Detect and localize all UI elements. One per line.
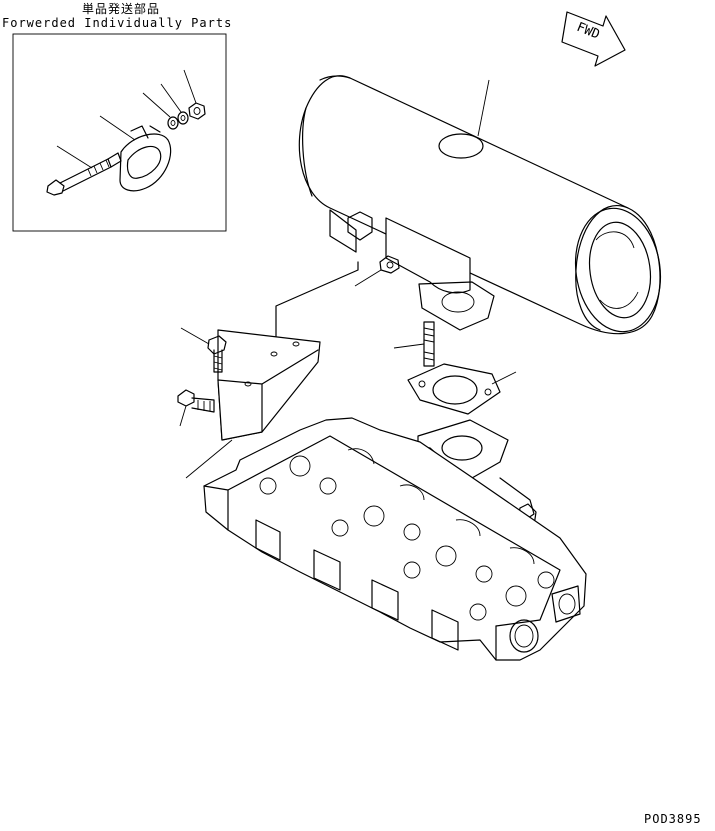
clamp-bolt xyxy=(46,145,122,196)
forwarded-parts-japanese-label: 単品発送部品 xyxy=(82,2,161,16)
cylinder-head xyxy=(203,417,587,661)
stud-bolt xyxy=(393,321,435,367)
washer xyxy=(142,92,179,130)
exhaust-clamp xyxy=(99,115,172,192)
bracket-bolt-lower xyxy=(177,389,215,427)
exhaust-gasket xyxy=(407,363,517,415)
assembly-leader-line xyxy=(275,261,359,353)
lock-washer xyxy=(160,83,189,125)
hex-nut xyxy=(183,69,206,120)
forwarded-parts-label: Forwerded Individually Parts xyxy=(2,16,233,30)
forwarded-parts-box xyxy=(12,33,227,232)
drawing-part-number: POD3895 xyxy=(644,812,702,826)
fwd-direction-arrow: FWD xyxy=(561,11,626,67)
muffler xyxy=(298,75,662,335)
muffler-bracket xyxy=(185,329,321,479)
flange-nut xyxy=(354,255,400,287)
bracket-bolt-upper xyxy=(180,327,227,373)
